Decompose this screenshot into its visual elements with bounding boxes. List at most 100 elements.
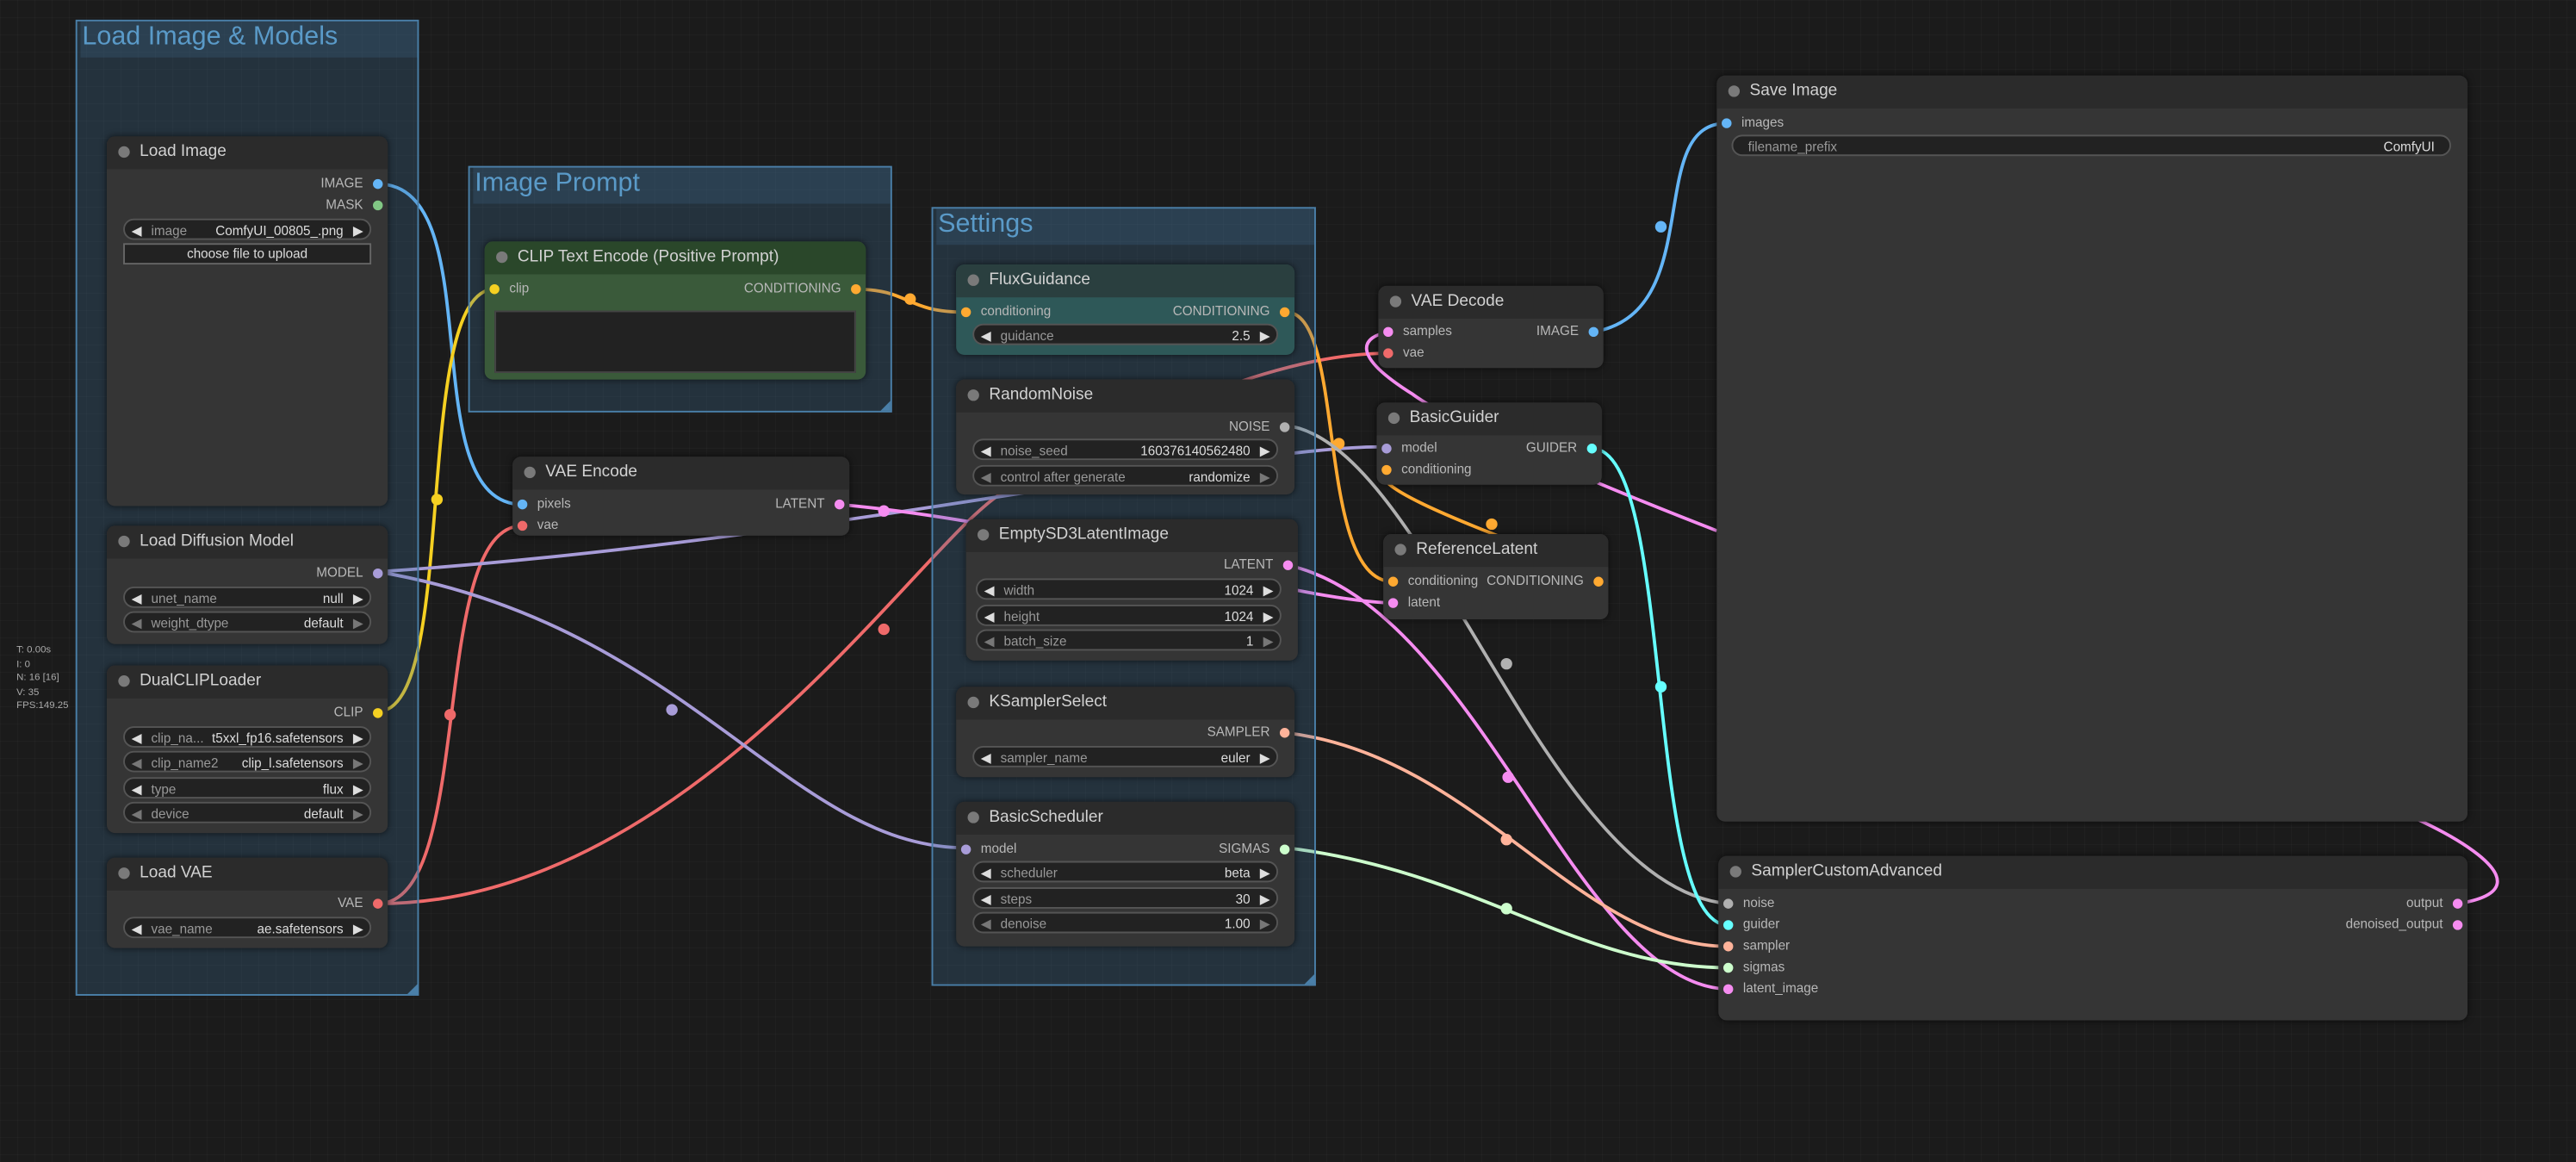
node-title[interactable]: CLIP Text Encode (Positive Prompt) (484, 241, 866, 275)
output-image[interactable]: IMAGE (320, 176, 383, 192)
node-title[interactable]: Load VAE (106, 857, 388, 891)
output-output[interactable]: output (2406, 896, 2463, 912)
collapse-dot[interactable] (118, 146, 130, 158)
group-title[interactable]: Image Prompt (473, 167, 891, 204)
node-title[interactable]: ReferenceLatent (1383, 533, 1609, 568)
output-vae[interactable]: VAE (338, 896, 383, 912)
output-latent[interactable]: LATENT (775, 496, 845, 513)
collapse-dot[interactable] (524, 466, 536, 479)
node-title[interactable]: FluxGuidance (956, 264, 1295, 298)
collapse-dot[interactable] (118, 674, 130, 687)
node-title[interactable]: DualCLIPLoader (106, 665, 388, 699)
output-mask[interactable]: MASK (326, 197, 383, 214)
upload-button[interactable]: choose file to upload (123, 243, 372, 265)
input-images[interactable]: images (1722, 115, 1784, 132)
input-latent-image[interactable]: latent_image (1723, 981, 1818, 997)
node-dualcliploader[interactable]: DualCLIPLoader CLIP ◀clip_na...t5xxl_fp1… (106, 665, 388, 834)
node-title[interactable]: Load Diffusion Model (106, 525, 388, 559)
input-vae[interactable]: vae (1383, 345, 1425, 362)
output-sigmas[interactable]: SIGMAS (1219, 842, 1290, 858)
link-latent-image[interactable] (1288, 563, 1729, 991)
collapse-dot[interactable] (1729, 866, 1741, 878)
link-model-scheduler[interactable] (377, 569, 966, 850)
input-sampler[interactable]: sampler (1723, 938, 1790, 954)
link-sampler[interactable] (1286, 730, 1729, 948)
node-title[interactable]: VAE Encode (512, 457, 850, 490)
node-fluxguidance[interactable]: FluxGuidance conditioning CONDITIONING ◀… (956, 264, 1295, 356)
node-vae-decode[interactable]: VAE Decode samples vae IMAGE (1378, 285, 1604, 369)
input-samples[interactable]: samples (1383, 324, 1452, 340)
input-vae[interactable]: vae (517, 518, 558, 534)
prompt-textarea[interactable] (494, 310, 856, 374)
collapse-dot[interactable] (967, 274, 979, 286)
node-referencelatent[interactable]: ReferenceLatent conditioning latent COND… (1383, 533, 1609, 620)
collapse-dot[interactable] (1394, 544, 1406, 556)
input-pixels[interactable]: pixels (517, 496, 571, 513)
collapse-dot[interactable] (967, 696, 979, 709)
node-title[interactable]: BasicScheduler (956, 801, 1295, 836)
node-title[interactable]: RandomNoise (956, 379, 1295, 413)
input-clip[interactable]: clip (489, 281, 529, 297)
resize-handle[interactable] (1304, 974, 1314, 985)
link-image-pixels[interactable] (377, 182, 523, 506)
node-title[interactable]: VAE Decode (1378, 285, 1604, 320)
node-title[interactable]: Load Image (106, 136, 388, 170)
collapse-dot[interactable] (1728, 85, 1741, 97)
output-model[interactable]: MODEL (316, 565, 383, 581)
collapse-dot[interactable] (496, 251, 508, 264)
collapse-dot[interactable] (1387, 412, 1400, 425)
link-noise[interactable] (1286, 424, 1729, 906)
input-conditioning[interactable]: conditioning (1381, 462, 1472, 478)
resize-handle[interactable] (407, 984, 418, 995)
collapse-dot[interactable] (1389, 295, 1402, 308)
output-guider[interactable]: GUIDER (1526, 440, 1598, 457)
collapse-dot[interactable] (977, 529, 990, 541)
collapse-dot[interactable] (118, 535, 130, 548)
node-title[interactable]: KSamplerSelect (956, 687, 1295, 720)
output-conditioning[interactable]: CONDITIONING (1173, 304, 1290, 320)
output-image[interactable]: IMAGE (1536, 324, 1598, 340)
node-basicguider[interactable]: BasicGuider model conditioning GUIDER (1376, 402, 1602, 485)
node-clip-text-encode[interactable]: CLIP Text Encode (Positive Prompt) clip … (484, 241, 866, 380)
resize-handle[interactable] (880, 401, 891, 411)
group-title[interactable]: Load Image & Models (80, 21, 418, 58)
node-samplercustomadvanced[interactable]: SamplerCustomAdvanced noise guider sampl… (1718, 855, 2468, 1021)
output-latent[interactable]: LATENT (1224, 557, 1294, 574)
output-conditioning[interactable]: CONDITIONING (744, 281, 861, 297)
collapse-dot[interactable] (967, 811, 979, 823)
clip-name1-combo[interactable]: ◀clip_na...t5xxl_fp16.safetensors▶ (123, 726, 372, 748)
input-noise[interactable]: noise (1723, 896, 1774, 912)
node-title[interactable]: EmptySD3LatentImage (965, 519, 1298, 552)
output-denoised[interactable]: denoised_output (2346, 917, 2463, 933)
collapse-dot[interactable] (118, 867, 130, 879)
input-conditioning[interactable]: conditioning (1387, 574, 1478, 590)
collapse-dot[interactable] (967, 389, 979, 401)
link-model-guider[interactable] (377, 444, 1387, 574)
group-title[interactable]: Settings (936, 208, 1314, 245)
output-clip[interactable]: CLIP (334, 705, 383, 721)
input-guider[interactable]: guider (1723, 917, 1779, 933)
node-title[interactable]: Save Image (1716, 75, 2468, 109)
